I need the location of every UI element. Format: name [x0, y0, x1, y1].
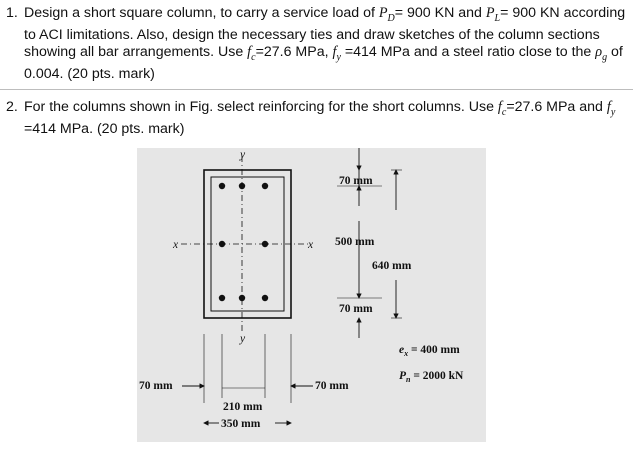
- live-load-symbol: P: [485, 5, 495, 21]
- column-section-figure: y y x x 70 mm 500 mm 640 mm 70 mm 70 mm …: [137, 148, 486, 442]
- text-run: =414 MPa. (20 pts. mark): [24, 120, 185, 137]
- fy-symbol: f: [606, 99, 611, 115]
- dim-500: 500 mm: [335, 236, 375, 248]
- dim-top-cover: 70 mm: [339, 175, 373, 187]
- fy-symbol: f: [332, 43, 337, 60]
- rebar: [261, 294, 269, 302]
- rebar: [218, 182, 226, 190]
- dead-load-symbol: P: [378, 5, 388, 21]
- pn-value: = 2000 kN: [410, 370, 464, 382]
- fc-symbol: f: [247, 43, 252, 60]
- rebar-group: [218, 182, 269, 302]
- y-axis-top-label: y: [239, 149, 246, 161]
- figure-background: [137, 148, 486, 442]
- rebar: [218, 294, 226, 302]
- dead-load-subscript: D: [387, 12, 395, 24]
- pn-symbol: P: [399, 370, 407, 382]
- pn-annotation: Pn = 2000 kN: [399, 370, 464, 384]
- fy-subscript: y: [610, 106, 616, 118]
- text-run: = 900 KN and: [394, 5, 486, 21]
- question-2: 2. For the columns shown in Fig. select …: [6, 99, 628, 138]
- x-axis-right-label: x: [307, 239, 314, 251]
- y-axis-bottom-label: y: [239, 333, 246, 345]
- text-run: =414 MPa and a steel ratio close to the: [340, 43, 596, 60]
- rebar: [238, 182, 246, 190]
- fy-subscript: y: [336, 51, 341, 63]
- question-text: For the columns shown in Fig. select rei…: [24, 99, 628, 138]
- section-divider: [0, 89, 633, 90]
- dim-640: 640 mm: [372, 260, 412, 272]
- dim-left-cover: 70 mm: [139, 380, 173, 392]
- fc-subscript: c: [501, 106, 507, 118]
- rebar: [261, 182, 269, 190]
- text-run: =27.6 MPa and: [506, 99, 607, 115]
- rebar: [261, 240, 269, 248]
- ex-annotation: ex = 400 mm: [399, 344, 460, 358]
- rebar: [218, 240, 226, 248]
- dim-350: 350 mm: [221, 418, 261, 430]
- ex-symbol: e: [399, 344, 404, 356]
- question-number: 2.: [6, 99, 18, 115]
- dim-210: 210 mm: [223, 401, 263, 413]
- question-number: 1.: [6, 5, 18, 21]
- text-run: Design a short square column, to carry a…: [24, 5, 379, 21]
- ex-value: = 400 mm: [408, 344, 460, 356]
- ex-subscript: x: [403, 349, 408, 358]
- fc-subscript: c: [251, 51, 256, 63]
- dim-right-cover: 70 mm: [315, 380, 349, 392]
- live-load-subscript: L: [494, 12, 501, 24]
- text-run: For the columns shown in Fig. select rei…: [24, 99, 498, 115]
- question-text: Design a short square column, to carry a…: [24, 5, 628, 83]
- fc-symbol: f: [497, 99, 502, 115]
- rho-symbol: ρ: [595, 43, 603, 60]
- text-run: = 900 KN according to ACI limitations. A…: [24, 5, 626, 60]
- pn-subscript: n: [406, 375, 411, 384]
- rho-subscript: g: [602, 51, 608, 63]
- question-1: 1. Design a short square column, to carr…: [6, 5, 628, 83]
- x-axis-left-label: x: [172, 239, 179, 251]
- text-run: of 0.004. (20 pts. mark): [24, 43, 623, 82]
- text-run: =27.6 MPa,: [255, 43, 333, 60]
- dim-bottom-cover: 70 mm: [339, 303, 373, 315]
- rebar: [238, 294, 246, 302]
